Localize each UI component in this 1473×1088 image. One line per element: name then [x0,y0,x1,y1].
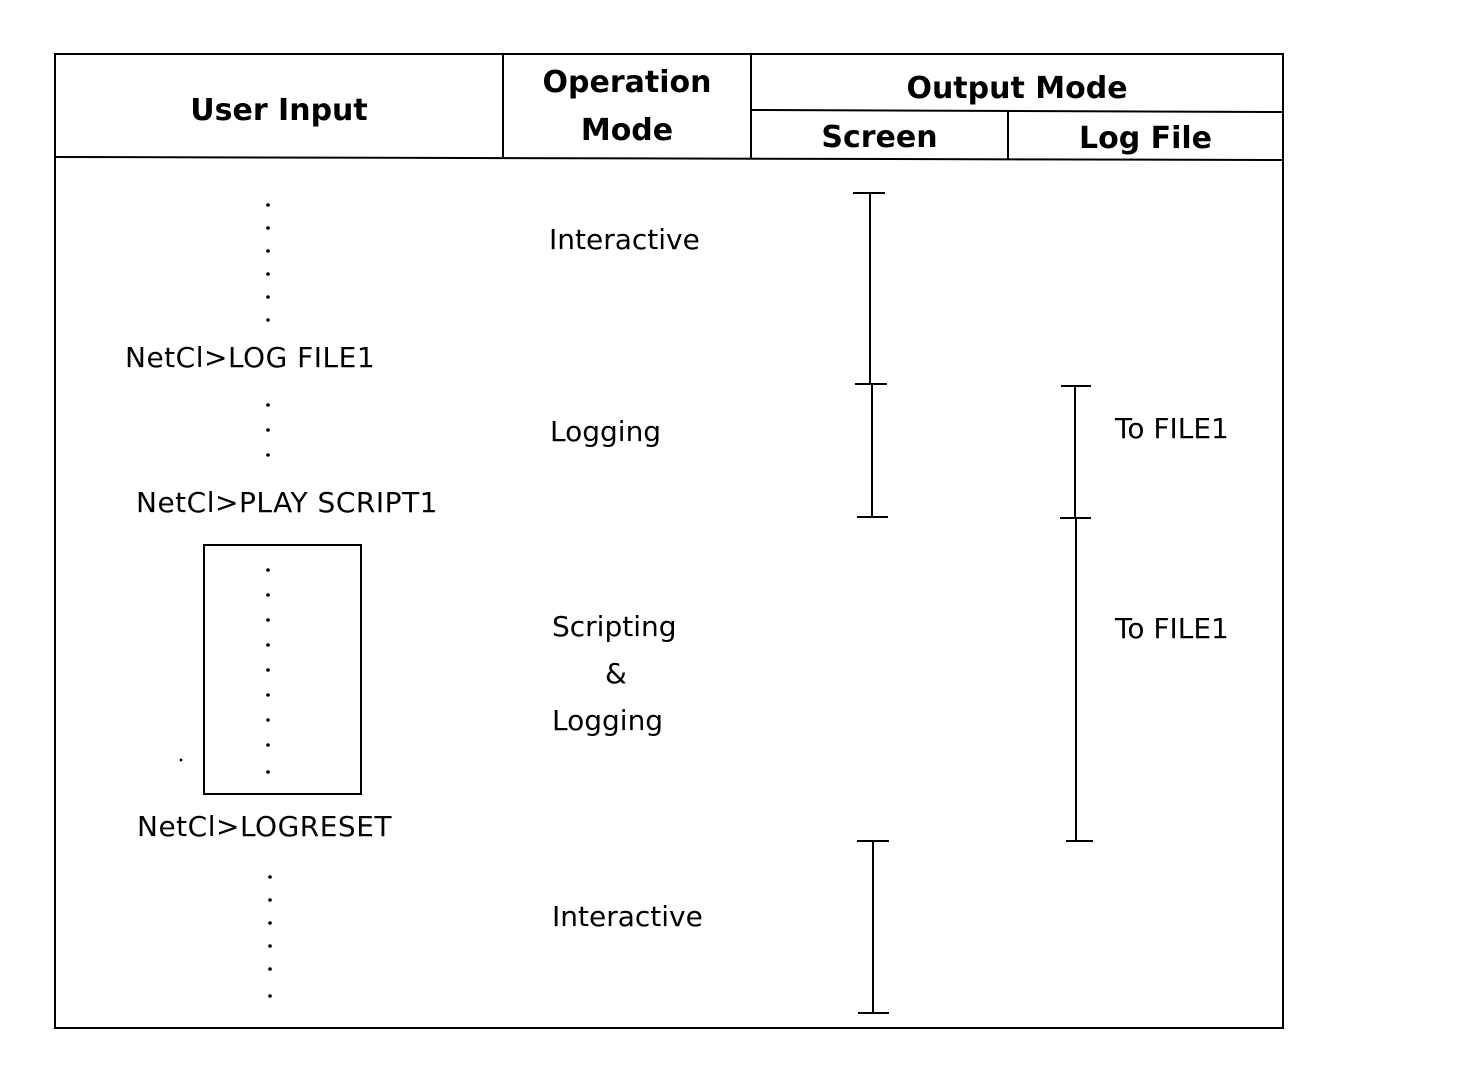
script-box [203,544,362,795]
mode-logging: Logging [550,415,662,448]
mode-interactive-1: Interactive [549,223,700,256]
header-operation-mode-line1: Operation [542,65,712,100]
header-user-input: User Input [190,93,368,128]
header-divider [54,156,1284,161]
mode-scripting-line2: & [605,657,627,690]
header-output-mode: Output Mode [906,71,1128,106]
mode-interactive-2: Interactive [552,900,703,933]
command-play-script1: NetCl>PLAY SCRIPT1 [136,486,438,519]
screen-bar-logging [855,383,888,518]
outer-frame [54,53,1284,1029]
command-logreset: NetCl>LOGRESET [137,810,392,843]
mode-scripting-line1: Scripting [552,610,677,643]
command-log-file1: NetCl>LOG FILE1 [125,341,376,374]
dots-script-box [179,568,270,774]
mode-scripting-line3: Logging [552,704,664,737]
logfile-bar-logging [1061,385,1091,518]
header-screen: Screen [821,120,938,155]
logfile-label-2: To FILE1 [1115,612,1229,645]
dots-segment-2 [266,403,270,457]
header-operation-mode-line2: Mode [580,113,674,148]
header-log-file: Log File [1078,121,1213,156]
output-mode-divider [750,109,1284,113]
logfile-label-1: To FILE1 [1115,412,1229,445]
dots-segment-1 [266,203,270,322]
screen-bar-interactive-1 [853,192,885,384]
logfile-bar-scripting [1060,517,1093,842]
screen-bar-interactive-2 [857,840,889,1014]
dots-segment-4 [268,875,272,998]
